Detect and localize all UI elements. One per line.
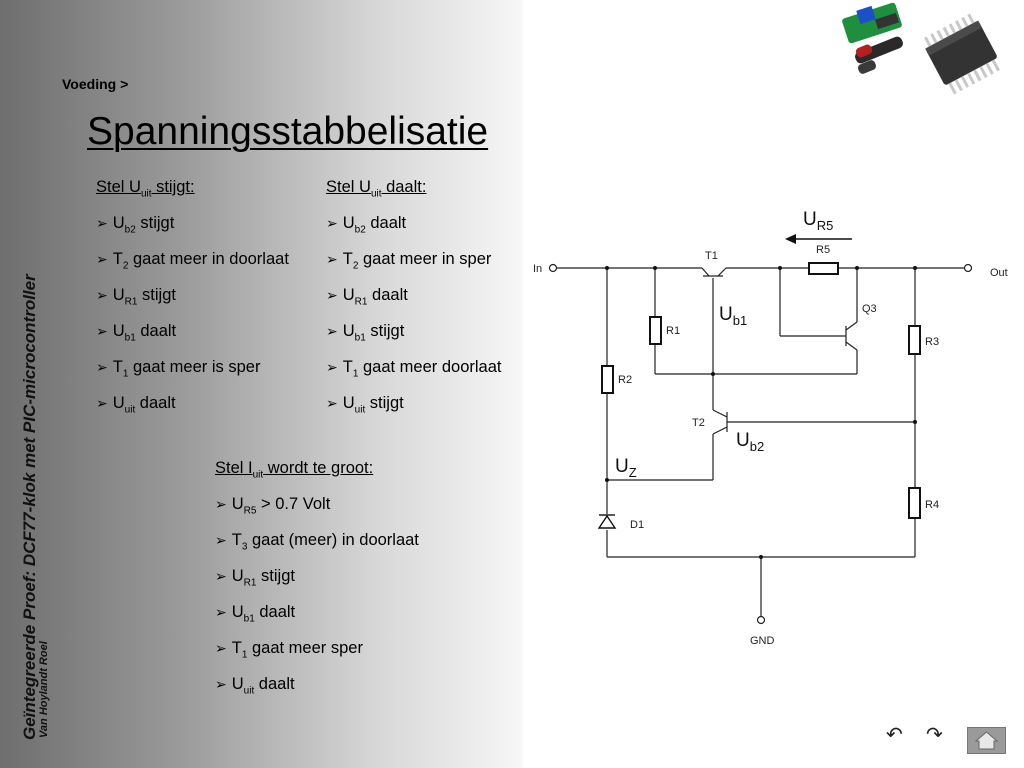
voltage-ur5: UR5 bbox=[803, 209, 833, 233]
arrowhead-bullet-icon: ➢ bbox=[215, 640, 227, 656]
label-r2: R2 bbox=[618, 374, 632, 386]
label-r3: R3 bbox=[925, 336, 939, 348]
list-item: ➢Ub1 daalt bbox=[96, 322, 177, 344]
arrowhead-bullet-icon: ➢ bbox=[96, 359, 108, 375]
arrowhead-bullet-icon: ➢ bbox=[215, 568, 227, 584]
column-uit-rises: Stel Uuit stijgt: ➢Ub2 stijgt ➢T2 gaat m… bbox=[96, 178, 289, 430]
column-uit-falls: Stel Uuit daalt: ➢Ub2 daalt ➢T2 gaat mee… bbox=[326, 178, 501, 430]
arrowhead-bullet-icon: ➢ bbox=[215, 604, 227, 620]
label-t2: T2 bbox=[692, 417, 705, 429]
arrowhead-bullet-icon: ➢ bbox=[215, 532, 227, 548]
label-gnd: GND bbox=[750, 635, 775, 647]
list-item: ➢T3 gaat (meer) in doorlaat bbox=[215, 531, 419, 553]
arrowhead-bullet-icon: ➢ bbox=[326, 251, 338, 267]
label-out: Out bbox=[990, 267, 1008, 279]
arrowhead-bullet-icon: ➢ bbox=[215, 676, 227, 692]
next-button[interactable]: ↷ bbox=[926, 724, 943, 746]
arrowhead-bullet-icon: ➢ bbox=[215, 496, 227, 512]
voltage-ub1: Ub1 bbox=[719, 304, 747, 328]
column-heading: Stel Iuit wordt te groot: bbox=[215, 459, 374, 481]
list-item: ➢Uuit daalt bbox=[96, 394, 176, 416]
home-icon bbox=[974, 731, 999, 750]
label-r1: R1 bbox=[666, 325, 680, 337]
page-title: Spanningsstabbelisatie bbox=[87, 110, 489, 153]
home-button[interactable] bbox=[967, 727, 1006, 754]
previous-button[interactable]: ↶ bbox=[886, 724, 903, 746]
list-item: ➢T2 gaat meer in doorlaat bbox=[96, 250, 289, 272]
dip-chip-image bbox=[924, 13, 1000, 95]
arrowhead-bullet-icon: ➢ bbox=[96, 215, 108, 231]
list-item: ➢T1 gaat meer is sper bbox=[96, 358, 261, 380]
arrowhead-bullet-icon: ➢ bbox=[326, 287, 338, 303]
list-item: ➢Ub1 stijgt bbox=[326, 322, 405, 344]
list-item: ➢Uuit daalt bbox=[215, 675, 295, 697]
list-item: ➢UR5 > 0.7 Volt bbox=[215, 495, 331, 517]
list-item: ➢UR1 stijgt bbox=[215, 567, 295, 589]
label-r5: R5 bbox=[816, 244, 830, 256]
arrowhead-bullet-icon: ➢ bbox=[326, 215, 338, 231]
list-item: ➢T1 gaat meer doorlaat bbox=[326, 358, 502, 380]
label-q3: Q3 bbox=[862, 303, 877, 315]
arrowhead-bullet-icon: ➢ bbox=[96, 287, 108, 303]
label-r4: R4 bbox=[925, 499, 939, 511]
voltage-ub2: Ub2 bbox=[736, 430, 764, 454]
arrowhead-bullet-icon: ➢ bbox=[96, 323, 108, 339]
breadcrumb[interactable]: Voeding > bbox=[62, 76, 129, 92]
list-item: ➢T1 gaat meer sper bbox=[215, 639, 363, 661]
column-heading: Stel Uuit daalt: bbox=[326, 178, 427, 200]
arrowhead-bullet-icon: ➢ bbox=[326, 395, 338, 411]
label-in: In bbox=[533, 263, 542, 275]
list-item: ➢Ub1 daalt bbox=[215, 603, 296, 625]
voltage-uz: UZ bbox=[615, 456, 637, 480]
arrowhead-bullet-icon: ➢ bbox=[96, 251, 108, 267]
label-d1: D1 bbox=[630, 519, 644, 531]
column-iuit-too-high: Stel Iuit wordt te groot: ➢UR5 > 0.7 Vol… bbox=[215, 459, 419, 711]
arrowhead-bullet-icon: ➢ bbox=[326, 323, 338, 339]
list-item: ➢Ub2 daalt bbox=[326, 214, 407, 236]
list-item: ➢T2 gaat meer in sper bbox=[326, 250, 492, 272]
pcb-module-image bbox=[842, 2, 903, 74]
arrowhead-bullet-icon: ➢ bbox=[96, 395, 108, 411]
list-item: ➢UR1 stijgt bbox=[96, 286, 176, 308]
list-item: ➢Ub2 stijgt bbox=[96, 214, 175, 236]
label-t1: T1 bbox=[705, 250, 718, 262]
arrowhead-bullet-icon: ➢ bbox=[326, 359, 338, 375]
column-heading: Stel Uuit stijgt: bbox=[96, 178, 195, 200]
list-item: ➢Uuit stijgt bbox=[326, 394, 404, 416]
list-item: ➢UR1 daalt bbox=[326, 286, 408, 308]
